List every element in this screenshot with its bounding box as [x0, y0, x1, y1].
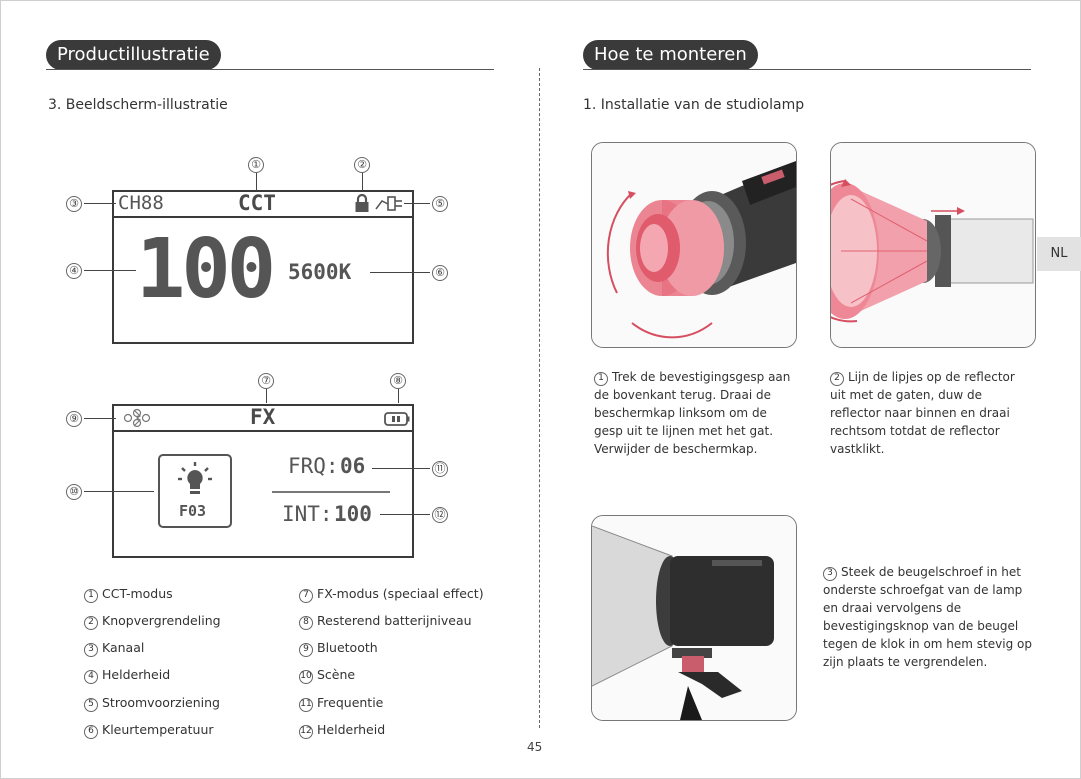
- lcd-brightness-value: 100: [136, 222, 276, 317]
- callout-8-leader: [398, 389, 399, 403]
- callout-9: ⑨: [66, 411, 82, 427]
- section-heading-right: Hoe te monteren: [583, 40, 758, 70]
- heading-rule-right: [583, 69, 1031, 70]
- callout-5: ⑤: [432, 196, 448, 212]
- callout-4-leader: [84, 270, 136, 271]
- callout-10-leader: [84, 491, 154, 492]
- heading-rule-left: [46, 69, 494, 70]
- scene-box: F03: [158, 454, 232, 528]
- callout-2-leader: [362, 173, 363, 191]
- lcd-separator: [272, 491, 390, 493]
- frq-label: FRQ:: [288, 454, 339, 478]
- lock-icon: [354, 193, 370, 218]
- callout-4: ④: [66, 263, 82, 279]
- lcd-channel: CH88: [118, 192, 164, 214]
- callout-7-leader: [266, 389, 267, 403]
- callout-8: ⑧: [390, 373, 406, 389]
- callout-1: ①: [248, 157, 264, 173]
- bluetooth-icon: [120, 408, 154, 433]
- callout-7: ⑦: [258, 373, 274, 389]
- page-number: 45: [527, 740, 543, 754]
- subheading-right: 1. Installatie van de studiolamp: [583, 97, 805, 113]
- language-tab: NL: [1037, 237, 1081, 271]
- lcd-mode-fx: FX: [250, 405, 276, 429]
- power-plug-icon: [375, 195, 405, 217]
- frq-value: 06: [340, 454, 366, 478]
- callout-3-leader: [84, 203, 116, 204]
- lcd-header-line: [114, 430, 412, 432]
- callout-6: ⑥: [432, 265, 448, 281]
- column-divider: [539, 68, 540, 728]
- callout-5-leader: [404, 203, 430, 204]
- callout-12-leader: [380, 514, 430, 515]
- lcd-header-line: [114, 216, 412, 218]
- callout-2: ②: [354, 157, 370, 173]
- lcd-mode-cct: CCT: [238, 191, 276, 215]
- callout-10: ⑩: [66, 484, 82, 500]
- int-label: INT:: [282, 502, 333, 526]
- install-step-1-illustration: [591, 142, 797, 348]
- section-heading-left: Productillustratie: [46, 40, 221, 70]
- install-step-2-illustration: [830, 142, 1036, 348]
- install-step-3-illustration: [591, 515, 797, 721]
- lcd-color-temperature: 5600K: [288, 260, 352, 284]
- battery-icon: [384, 412, 410, 431]
- callout-6-leader: [370, 272, 430, 273]
- callout-3: ③: [66, 196, 82, 212]
- lcd-screen-cct: CH88 CCT 100 5600K: [112, 190, 414, 344]
- int-value: 100: [334, 502, 372, 526]
- lcd-screen-fx: FX F03 FRQ: 06 INT: 100: [112, 404, 414, 558]
- callout-12: ⑫: [432, 507, 448, 523]
- lightbulb-icon: [176, 460, 214, 503]
- subheading-left: 3. Beeldscherm-illustratie: [48, 97, 228, 113]
- callout-11-leader: [372, 468, 430, 469]
- callout-1-leader: [256, 173, 257, 191]
- callout-11: ⑪: [432, 461, 448, 477]
- scene-code: F03: [179, 502, 207, 520]
- callout-9-leader: [84, 418, 116, 419]
